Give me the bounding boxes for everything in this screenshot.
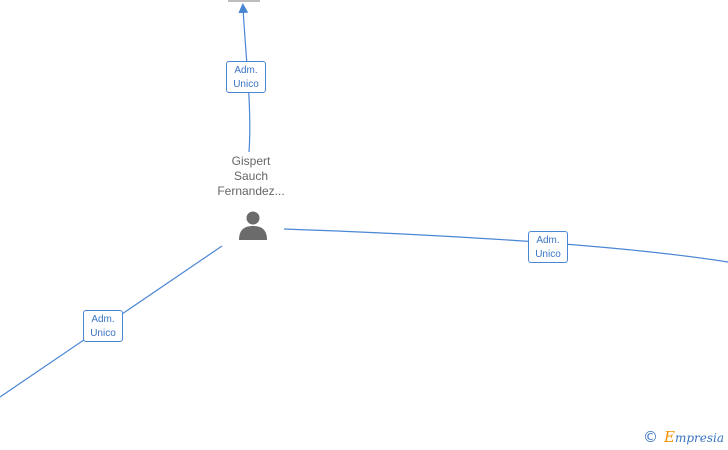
role-label-line2: Unico: [233, 79, 259, 90]
person-icon[interactable]: [238, 210, 268, 240]
brand-initial: E: [663, 428, 675, 446]
person-name-line2: Sauch: [233, 169, 269, 183]
role-label-left[interactable]: Adm. Unico: [83, 310, 123, 342]
role-label-right[interactable]: Adm. Unico: [528, 231, 568, 263]
copyright-icon: ©: [642, 428, 658, 446]
role-label-line2: Unico: [535, 249, 561, 260]
brand-name: mpresia: [674, 431, 724, 445]
role-label-top[interactable]: Adm. Unico: [226, 61, 266, 93]
person-name-line3: Fernandez...: [217, 184, 285, 198]
brand-logo: Empresia: [664, 428, 724, 446]
empresia-watermark: © Empresia: [643, 428, 724, 446]
role-label-line2: Unico: [90, 328, 116, 339]
person-name[interactable]: Gispert Sauch Fernandez...: [203, 154, 299, 199]
edge-to-right-node: [283, 228, 728, 263]
person-name-line1: Gispert: [231, 154, 271, 168]
top-node-stub[interactable]: [228, 0, 260, 2]
role-label-line1: Adm.: [91, 314, 115, 325]
role-label-line1: Adm.: [234, 65, 258, 76]
role-label-line1: Adm.: [536, 235, 560, 246]
